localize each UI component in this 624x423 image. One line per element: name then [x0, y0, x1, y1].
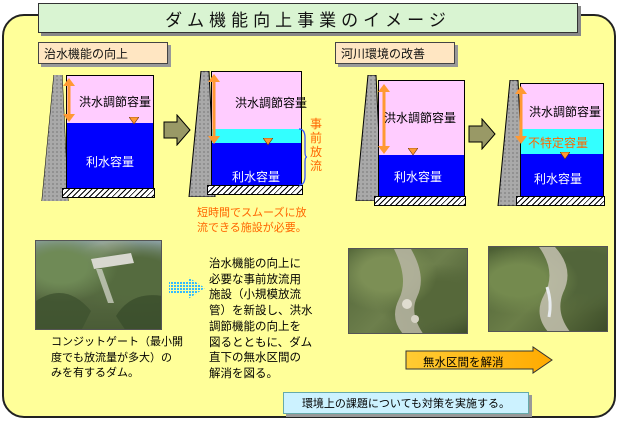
bottom-note: 環境上の課題についても対策を実施する。: [283, 392, 529, 414]
improvement-line: 管）を新設し、洪水: [209, 303, 313, 318]
dam-wall-icon: [41, 75, 69, 201]
transition-arrow-icon: [163, 114, 191, 146]
quick-release-text: 短時間でスムーズに放 流できる施設が必要。: [197, 205, 307, 235]
conduit-dam-line: みを有するダム。: [51, 366, 139, 379]
unspecified-capacity-zone: [521, 129, 603, 156]
base-hatch: [374, 196, 466, 206]
capacity-arrow-icon: [378, 84, 390, 154]
unspecified-capacity-label: 不特定容量: [528, 136, 589, 150]
river-photo-before: [348, 248, 468, 334]
resolution-arrow-icon: [405, 346, 553, 374]
flood-capacity-label-1: 洪水調節容量: [79, 95, 152, 109]
water-use-zone: [521, 154, 603, 196]
reservoir-river-before: [378, 80, 465, 197]
dam-wall-icon: [355, 75, 383, 201]
conduit-dam-line: コンジットゲート（最小開: [51, 335, 183, 348]
dam-wall-icon: [188, 71, 216, 197]
base-hatch: [62, 188, 155, 198]
water-use-label-3: 利水容量: [394, 170, 443, 184]
conduit-dam-text: コンジットゲート（最小開 度でも放流量が多大）の みを有するダム。: [51, 334, 183, 381]
base-hatch: [516, 196, 605, 206]
resolution-arrow-label: 無水区間を解消: [423, 355, 504, 369]
pre-release-zone: [212, 129, 301, 145]
improvement-text: 治水機能の向上に 必要な事前放流用 施設（小規模放流 管）を新設し、洪水 調節機…: [209, 256, 313, 382]
bottom-note-text: 環境上の課題についても対策を実施する。: [301, 397, 511, 410]
dam-photo-scene: [36, 253, 161, 329]
section-tag-river-label: 河川環境の改善: [341, 46, 426, 61]
improvement-line: 施設（小規模放流: [209, 287, 301, 302]
flood-capacity-zone: [521, 84, 603, 130]
river-photo-after: [488, 246, 608, 332]
quick-release-line: 短時間でスムーズに放: [197, 206, 307, 219]
river-photo-after-scene: [539, 247, 570, 331]
process-arrow-icon: [169, 277, 205, 299]
water-use-label-1: 利水容量: [86, 155, 135, 169]
improvement-line: 調節機能の向上を: [209, 318, 301, 333]
capacity-arrow-icon: [208, 74, 220, 144]
section-tag-flood-label: 治水機能の向上: [44, 46, 129, 61]
water-use-label-4: 利水容量: [534, 172, 583, 186]
river-photo-before-scene: [394, 249, 423, 333]
transition-arrow-icon: [468, 118, 496, 150]
reservoir-before: [66, 75, 154, 190]
flood-capacity-label-2: 洪水調節容量: [235, 96, 308, 110]
water-level-marker-icon: [263, 138, 273, 146]
dam-photo: [35, 240, 162, 330]
improvement-line: 図るとともに、ダム: [209, 334, 313, 349]
page-title-text: ダム機能向上事業のイメージ: [165, 10, 451, 31]
advance-release-label: 事前放流: [309, 117, 322, 173]
water-level-marker-icon: [129, 117, 139, 125]
conduit-dam-line: 度でも放流量が多大）の: [51, 350, 172, 364]
capacity-arrow-icon: [515, 86, 527, 144]
improvement-line: 必要な事前放流用: [209, 271, 301, 286]
improvement-line: 直下の無水区間の: [209, 350, 301, 365]
section-tag-river: 河川環境の改善: [335, 42, 455, 64]
dam-wall-icon: [497, 80, 525, 206]
flood-capacity-zone: [212, 72, 301, 130]
range-bracket: [298, 128, 308, 186]
base-hatch: [207, 185, 303, 195]
flood-capacity-label-4: 洪水調節容量: [529, 105, 602, 119]
water-level-marker-icon: [408, 148, 418, 156]
improvement-line: 解消を図る。: [209, 365, 278, 380]
improvement-line: 治水機能の向上に: [209, 256, 301, 270]
quick-release-line: 流できる施設が必要。: [197, 221, 307, 234]
water-use-zone: [379, 155, 464, 196]
water-level-marker-icon: [560, 152, 570, 160]
water-use-label-2: 利水容量: [232, 170, 281, 184]
flood-capacity-label-3: 洪水調節容量: [384, 111, 457, 125]
page-title: ダム機能向上事業のイメージ: [38, 3, 578, 33]
water-use-zone: [212, 143, 301, 186]
capacity-arrow-icon: [63, 78, 75, 122]
water-use-zone: [67, 123, 153, 189]
reservoir-after: [211, 71, 302, 187]
section-tag-flood: 治水機能の向上: [38, 42, 168, 64]
flood-capacity-zone: [379, 81, 464, 157]
